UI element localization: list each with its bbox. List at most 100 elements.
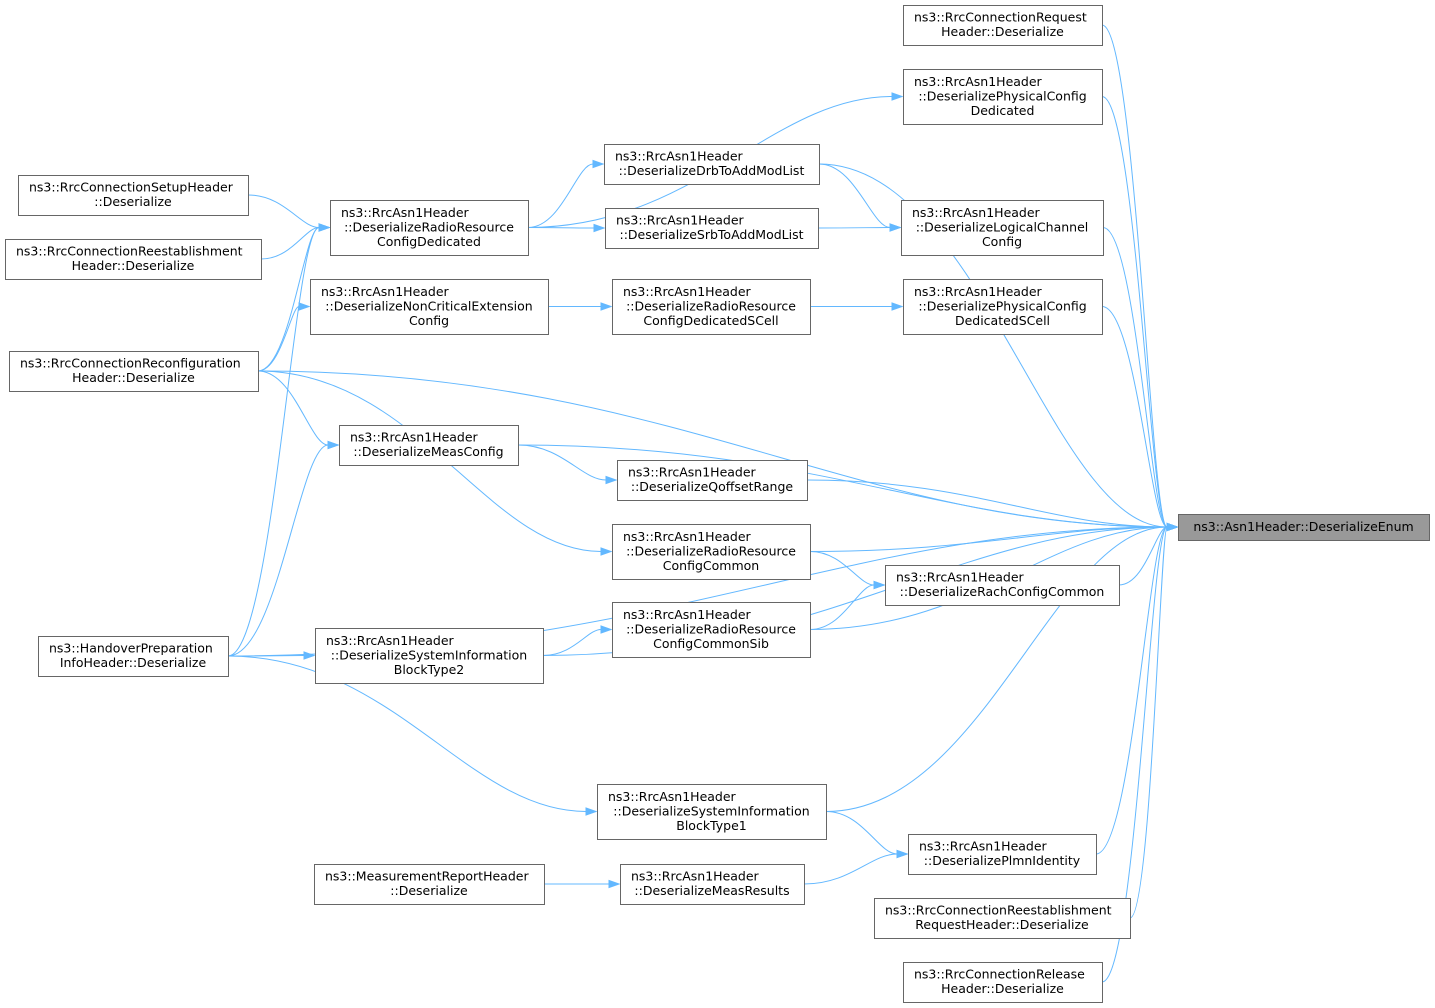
edge-line — [818, 163, 1168, 528]
node-label-line: ns3::RrcConnectionRelease — [914, 967, 1085, 982]
node-label-line: ConfigDedicatedSCell — [643, 313, 778, 328]
node-box — [903, 69, 1103, 125]
edge-log-chan-cfg-to-root — [1102, 227, 1179, 532]
node-box — [874, 898, 1131, 939]
node-label-line: ns3::RrcAsn1Header — [914, 284, 1043, 299]
caller-node-reconf-hdr[interactable]: ns3::RrcConnectionReconfigurationHeader:… — [9, 351, 259, 392]
caller-node-conn-setup-hdr[interactable]: ns3::RrcConnectionSetupHeader::Deseriali… — [18, 175, 249, 216]
edge-line — [1101, 306, 1168, 528]
caller-node-log-chan-cfg[interactable]: ns3::RrcAsn1Header::DeserializeLogicalCh… — [901, 200, 1104, 256]
edge-line — [1129, 526, 1168, 919]
edge-arrowhead — [303, 651, 316, 660]
caller-node-meas-cfg[interactable]: ns3::RrcAsn1Header::DeserializeMeasConfi… — [339, 425, 519, 466]
edge-line — [1101, 526, 1168, 983]
edge-sib2-to-radio-res-common-sib — [542, 625, 613, 656]
node-box — [18, 175, 249, 216]
caller-node-radio-res-common-sib[interactable]: ns3::RrcAsn1Header::DeserializeRadioReso… — [612, 602, 811, 658]
edge-arrowhead — [600, 302, 613, 311]
caller-node-radio-res-common[interactable]: ns3::RrcAsn1Header::DeserializeRadioReso… — [612, 524, 811, 580]
caller-node-radio-res-ded[interactable]: ns3::RrcAsn1Header::DeserializeRadioReso… — [330, 200, 529, 256]
edge-arrowhead — [327, 440, 340, 450]
caller-node-reestab-hdr[interactable]: ns3::RrcConnectionReestablishmentHeader:… — [5, 239, 262, 280]
edge-conn-setup-hdr-to-radio-res-ded — [247, 194, 331, 232]
edge-arrowhead — [593, 223, 606, 233]
node-label-line: Header::Deserialize — [941, 24, 1064, 39]
node-label-line: Header::Deserialize — [941, 981, 1064, 996]
node-label-line: ConfigCommon — [663, 558, 759, 573]
caller-node-conn-req-hdr[interactable]: ns3::RrcConnectionRequestHeader::Deseria… — [903, 5, 1103, 46]
edge-line — [227, 655, 587, 812]
node-box — [1178, 514, 1430, 541]
edge-phys-cfg-ded-to-root — [1101, 96, 1179, 532]
node-box — [314, 864, 545, 905]
caller-node-phys-cfg-ded-scell[interactable]: ns3::RrcAsn1Header::DeserializePhysicalC… — [903, 279, 1103, 335]
caller-node-meas-rep-hdr[interactable]: ns3::MeasurementReportHeader::Deserializ… — [314, 864, 545, 905]
node-box — [597, 784, 827, 840]
caller-node-radio-res-ded-scell[interactable]: ns3::RrcAsn1Header::DeserializeRadioReso… — [612, 279, 811, 335]
node-box — [617, 460, 808, 501]
caller-node-sib2[interactable]: ns3::RrcAsn1Header::DeserializeSystemInf… — [315, 628, 544, 684]
edge-arrowhead — [891, 92, 904, 101]
node-box — [612, 602, 811, 658]
node-label-line: ::DeserializeSystemInformation — [613, 803, 809, 818]
edge-line — [227, 227, 320, 657]
node-label-line: ns3::RrcAsn1Header — [608, 789, 737, 804]
edge-srb-list-to-log-chan-cfg — [817, 223, 902, 232]
node-box — [605, 208, 819, 249]
edge-line — [517, 444, 607, 481]
caller-node-reestab-req-hdr[interactable]: ns3::RrcConnectionReestablishmentRequest… — [874, 898, 1131, 939]
edge-radio-res-ded-to-drb-list — [527, 159, 605, 228]
caller-node-drb-list[interactable]: ns3::RrcAsn1Header::DeserializeDrbToAddM… — [604, 144, 820, 185]
node-label-line: Header::Deserialize — [72, 370, 195, 385]
node-label-line: ::DeserializePhysicalConfig — [918, 88, 1086, 103]
node-label-line: ::DeserializeQoffsetRange — [631, 479, 794, 494]
node-label-line: ns3::RrcAsn1Header — [616, 213, 745, 228]
caller-node-plmn[interactable]: ns3::RrcAsn1Header::DeserializePlmnIdent… — [908, 834, 1097, 875]
edge-reestab-req-hdr-to-root — [1129, 522, 1179, 919]
node-label-line: ns3::RrcAsn1Header — [912, 205, 1041, 220]
node-label-line: ::DeserializeDrbToAddModList — [619, 163, 805, 178]
node-label-line: Dedicated — [971, 103, 1035, 118]
node-label-line: InfoHeader::Deserialize — [60, 655, 207, 670]
node-label-line: ::DeserializeRachConfigCommon — [900, 584, 1105, 599]
caller-node-non-crit-ext[interactable]: ns3::RrcAsn1Header::DeserializeNonCritic… — [310, 279, 549, 335]
edge-arrowhead — [896, 849, 909, 859]
edge-qoffset-to-root — [806, 479, 1179, 532]
node-label-line: ::DeserializeLogicalChannel — [916, 219, 1089, 234]
edge-line — [825, 526, 1168, 812]
caller-node-meas-results[interactable]: ns3::RrcAsn1Header::DeserializeMeasResul… — [620, 864, 805, 905]
edge-rach-cfg-to-root — [1118, 522, 1179, 586]
node-box — [908, 834, 1097, 875]
node-label-line: Config — [409, 313, 449, 328]
edge-handover-hdr-to-sib1 — [227, 655, 598, 816]
node-label-line: ns3::RrcAsn1Header — [628, 465, 757, 480]
caller-node-srb-list[interactable]: ns3::RrcAsn1Header::DeserializeSrbToAddM… — [605, 208, 819, 249]
node-label-line: ::DeserializeRadioResource — [626, 543, 796, 558]
edge-radio-res-common-to-rach-cfg — [809, 551, 886, 590]
edge-reconf-hdr-to-non-crit-ext — [257, 302, 311, 372]
root-node[interactable]: ns3::Asn1Header::DeserializeEnum — [1178, 514, 1430, 541]
edge-meas-rep-hdr-to-meas-results — [544, 879, 621, 889]
caller-node-phys-cfg-ded[interactable]: ns3::RrcAsn1Header::DeserializePhysicalC… — [903, 69, 1103, 125]
node-box — [604, 144, 820, 185]
caller-node-handover-hdr[interactable]: ns3::HandoverPreparationInfoHeader::Dese… — [38, 636, 229, 677]
node-box — [330, 200, 529, 256]
edge-meas-cfg-to-qoffset — [517, 444, 618, 485]
node-label-line: ns3::RrcAsn1Header — [919, 839, 1048, 854]
edge-radio-res-ded-to-srb-list — [527, 223, 606, 233]
node-label-line: ns3::RrcConnectionReestablishment — [885, 903, 1112, 918]
caller-node-qoffset[interactable]: ns3::RrcAsn1Header::DeserializeQoffsetRa… — [617, 460, 808, 501]
edge-line — [247, 194, 320, 228]
node-label-line: ns3::RrcConnectionReestablishment — [16, 244, 243, 259]
node-label-line: ::DeserializePlmnIdentity — [924, 853, 1081, 868]
edge-line — [1095, 526, 1168, 855]
edge-line — [818, 163, 891, 228]
caller-node-sib1[interactable]: ns3::RrcAsn1Header::DeserializeSystemInf… — [597, 784, 827, 840]
edge-line — [817, 227, 891, 229]
caller-node-release-hdr[interactable]: ns3::RrcConnectionReleaseHeader::Deseria… — [903, 962, 1103, 1003]
node-label-line: ns3::RrcAsn1Header — [623, 607, 752, 622]
edge-line — [806, 479, 1168, 528]
edge-handover-hdr-to-meas-cfg — [227, 440, 340, 657]
caller-node-rach-cfg[interactable]: ns3::RrcAsn1Header::DeserializeRachConfi… — [885, 565, 1120, 606]
